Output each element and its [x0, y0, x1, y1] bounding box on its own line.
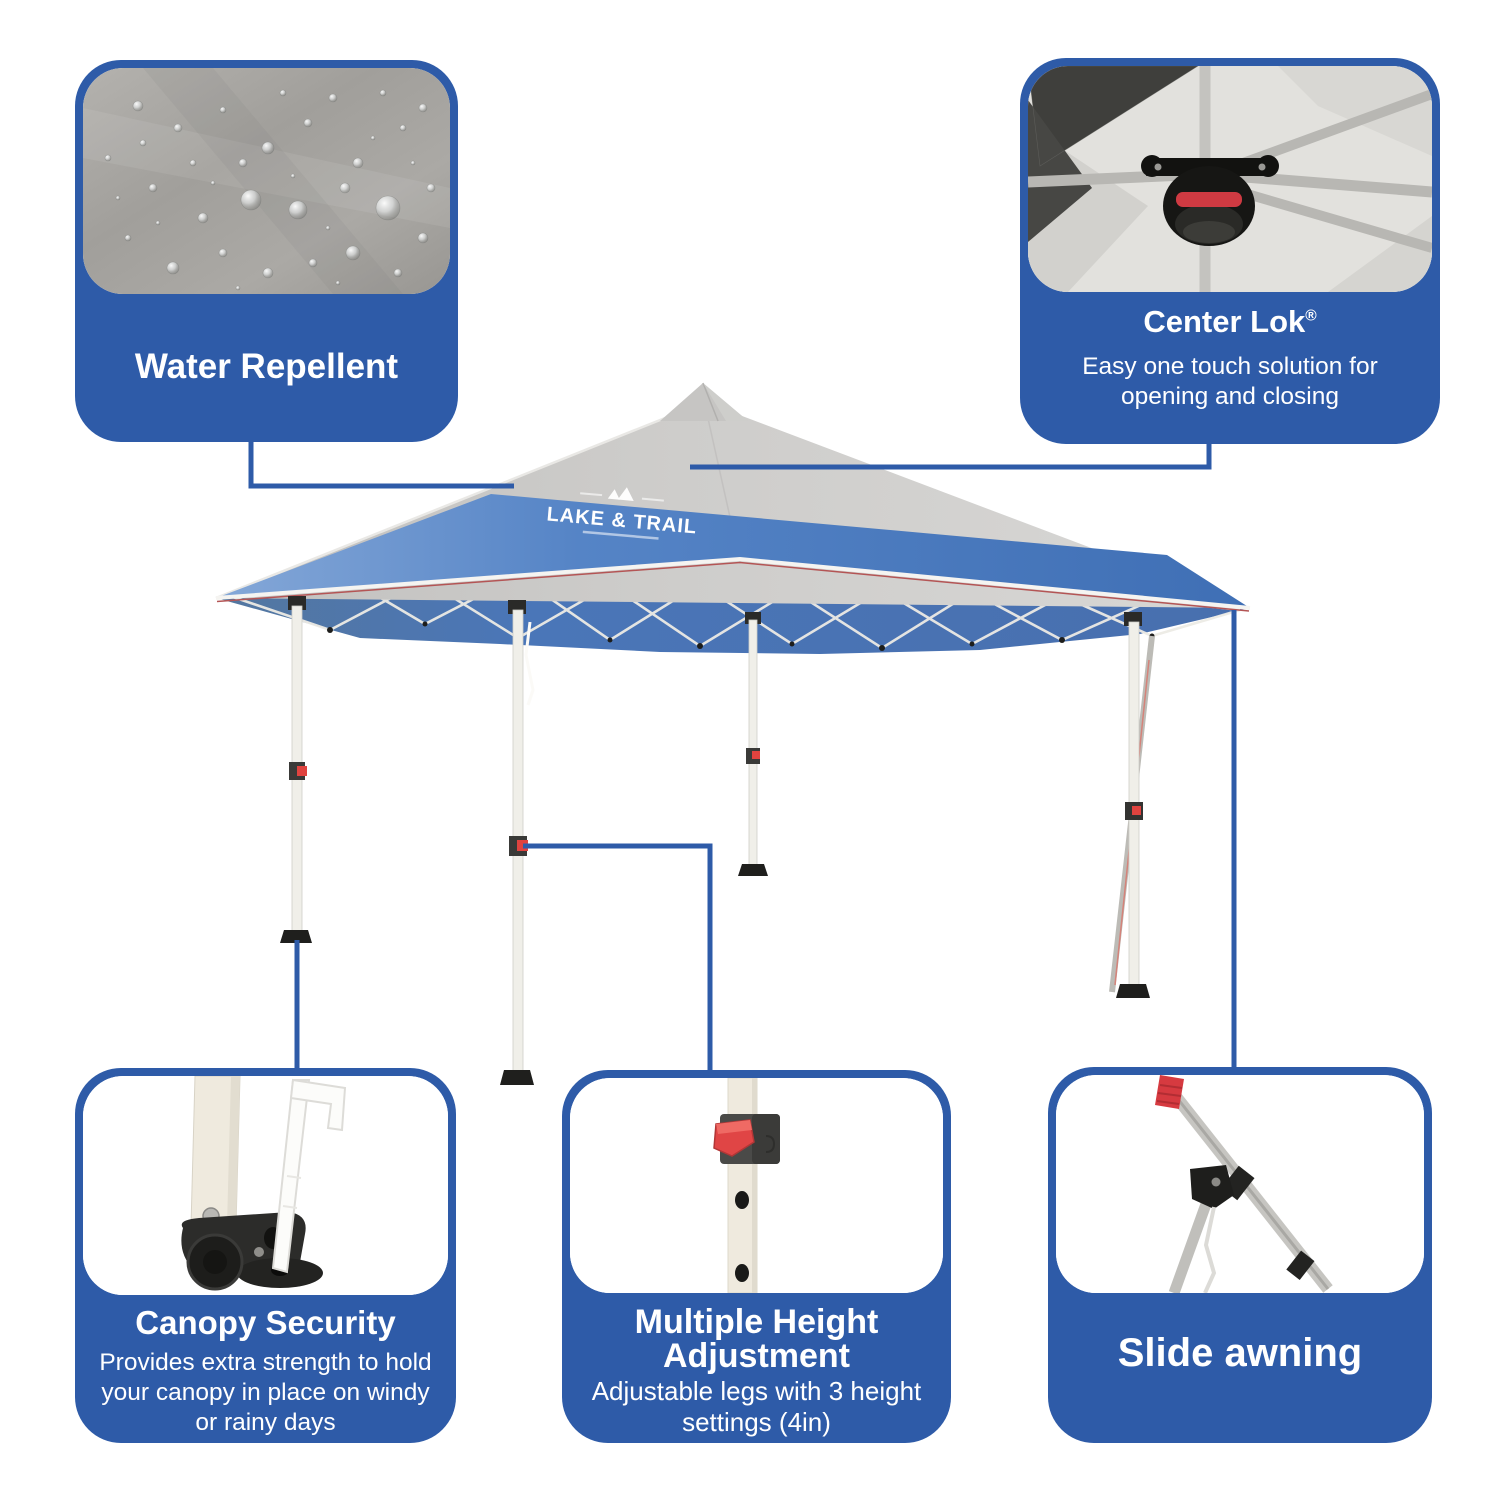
card-height-adjustment: Multiple Height Adjustment Adjustable le…	[562, 1070, 951, 1443]
connector-lines	[248, 438, 1237, 1072]
front-leg	[500, 600, 535, 1085]
connector-center-lok	[690, 440, 1212, 470]
back-leg	[738, 612, 768, 876]
eave-red-trim	[216, 561, 1250, 612]
awning-pole-assembly	[1155, 1075, 1333, 1293]
stake-hook	[271, 1078, 347, 1274]
center-lok-body: Easy one touch solution for opening and …	[1082, 353, 1378, 410]
card-center-lok: Center Lok® Easy one touch solution for …	[1020, 58, 1440, 444]
roof-left-edge-highlight	[215, 400, 706, 600]
vent-cap	[660, 382, 748, 422]
water-droplets	[104, 89, 436, 291]
slide-awning-photo	[1056, 1075, 1424, 1293]
water-repellent-title: Water Repellent	[134, 347, 399, 386]
center-lok-hub	[1141, 155, 1279, 246]
registered-trademark: ®	[1305, 307, 1317, 325]
canopy-security-title: Canopy Security	[135, 1304, 396, 1341]
height-adjustment-title: Multiple Height Adjustment	[634, 1303, 879, 1375]
canopy-valance	[216, 494, 1250, 608]
height-adjustment-body: Adjustable legs with 3 height settings (…	[591, 1376, 922, 1437]
card-slide-awning: Slide awning	[1048, 1067, 1432, 1443]
adjustable-leg	[713, 1078, 780, 1293]
left-leg	[280, 596, 312, 943]
connector-height-adjustment	[523, 843, 713, 1072]
center-lok-title: Center Lok®	[1143, 304, 1317, 339]
canopy-security-body: Provides extra strength to hold your can…	[99, 1349, 432, 1436]
slide-awning-title: Slide awning	[1117, 1331, 1363, 1375]
center-lok-photo	[1028, 66, 1432, 292]
mesh-panels	[1028, 66, 1199, 242]
tent-legs	[280, 596, 1155, 1085]
water-repellent-photo	[83, 68, 450, 294]
card-water-repellent: Water Repellent	[75, 60, 458, 442]
card-canopy-security: Canopy Security Provides extra strength …	[75, 1068, 456, 1443]
right-leg	[1109, 612, 1155, 998]
height-adjustment-photo	[570, 1078, 943, 1293]
connector-water-repellent	[248, 438, 514, 489]
canopy-security-photo	[83, 1076, 448, 1295]
eave-piping	[215, 556, 1251, 610]
